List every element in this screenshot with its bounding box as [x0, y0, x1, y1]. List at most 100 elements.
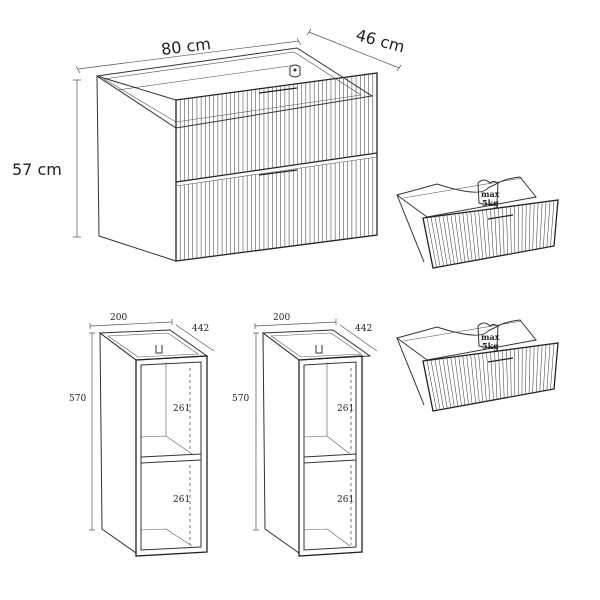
flute-groove — [514, 348, 516, 397]
flute-groove — [498, 207, 501, 256]
flute-groove — [462, 355, 469, 405]
flute-groove — [458, 356, 466, 406]
flute-groove — [486, 209, 491, 258]
flute-groove — [550, 200, 555, 247]
flute-groove — [528, 203, 531, 251]
cabinet-top-rim — [103, 51, 362, 123]
main-depth-label: 46 cm — [354, 25, 407, 56]
flute-groove — [543, 201, 547, 248]
flute-groove — [550, 343, 555, 390]
flute-groove — [450, 357, 459, 407]
flute-groove — [490, 208, 494, 258]
flute-groove — [506, 349, 509, 398]
flute-groove — [478, 353, 484, 402]
left-cabinet-front — [135, 355, 208, 557]
drawer-top-max: max — [481, 189, 500, 199]
cabinet-side-panel — [96, 75, 177, 262]
cabinet-top-surface — [95, 47, 374, 129]
flute-groove — [490, 351, 494, 401]
right-height-label: 570 — [232, 394, 249, 404]
flute-groove — [498, 350, 501, 399]
weight-badge-icon — [477, 322, 499, 348]
weight-badge-icon — [477, 179, 499, 205]
flute-groove — [442, 215, 452, 265]
upper-drawer-handle — [258, 87, 298, 94]
flute-groove — [462, 212, 469, 262]
right-shelf-upper-label: 261 — [337, 404, 354, 414]
flute-groove — [502, 350, 505, 399]
flute-groove — [535, 202, 539, 250]
mount-bracket-icon — [155, 345, 163, 354]
flute-groove — [535, 345, 539, 393]
flute-groove — [525, 204, 527, 252]
flute-groove — [525, 347, 527, 395]
flute-groove — [450, 214, 459, 264]
flute-groove — [482, 210, 487, 259]
flute-groove — [494, 351, 498, 400]
lower-drawer-handle — [258, 169, 298, 176]
right-cabinet-front — [298, 355, 363, 557]
flute-groove — [438, 215, 448, 266]
drawer-top-box — [395, 176, 537, 218]
flute-groove — [482, 353, 487, 402]
flute-groove — [486, 352, 491, 401]
drawer-bottom-load: 5kg — [482, 341, 499, 351]
flute-groove — [430, 216, 441, 267]
left-shelf-lower-label: 261 — [173, 495, 190, 505]
flute-groove — [458, 213, 466, 263]
flute-groove — [466, 355, 473, 404]
flute-groove — [434, 359, 444, 410]
flute-groove — [442, 358, 452, 408]
flute-groove — [546, 344, 551, 391]
flute-groove — [510, 349, 512, 397]
main-cabinet: 80 cm 46 cm 57 cm — [12, 25, 407, 262]
depth-dimension-line — [308, 31, 400, 69]
flute-groove — [528, 346, 531, 394]
drawer-bottom-handle — [487, 357, 514, 363]
left-depth-label: 442 — [192, 324, 209, 334]
flute-groove — [434, 216, 444, 267]
right-shelf-lower-label: 261 — [337, 495, 354, 505]
drawer-top-load: 5kg — [482, 198, 499, 208]
mount-bracket-icon — [315, 345, 323, 354]
side-cabinet-left: 261 261 200 442 570 — [69, 313, 215, 557]
flute-groove — [474, 211, 480, 260]
flute-groove — [546, 201, 551, 248]
left-cabinet-side — [99, 331, 137, 554]
right-depth-label: 442 — [355, 324, 372, 334]
drawer-bottom-front — [422, 342, 559, 412]
flute-groove — [470, 211, 476, 261]
flute-groove — [426, 217, 437, 268]
right-cabinet-side — [262, 331, 300, 554]
left-cabinet-shelf — [140, 453, 202, 464]
flute-groove — [470, 354, 476, 404]
left-shelf-upper-label: 261 — [173, 404, 190, 414]
left-width-label: 200 — [110, 313, 127, 323]
flute-groove — [426, 360, 437, 411]
flute-groove — [474, 354, 480, 403]
flute-groove — [478, 210, 484, 259]
main-height-label: 57 cm — [12, 160, 62, 179]
drawer-bottom-box — [395, 319, 537, 361]
main-width-label: 80 cm — [160, 34, 212, 59]
drawer-detail-bottom: max 5kg — [395, 319, 559, 412]
flute-groove — [514, 205, 516, 254]
flute-groove — [454, 356, 462, 406]
drawer-bottom-max: max — [481, 332, 500, 342]
right-cabinet-shelf — [303, 453, 357, 464]
flute-groove — [510, 206, 512, 254]
right-width-label: 200 — [273, 313, 290, 323]
side-cabinet-right: 261 261 200 442 570 — [232, 313, 378, 557]
flute-groove — [454, 213, 462, 263]
flute-groove — [446, 357, 455, 408]
flute-groove — [532, 203, 535, 250]
flute-groove — [446, 214, 455, 265]
flute-groove — [532, 346, 535, 393]
flute-groove — [506, 206, 509, 255]
drawer-fluting — [179, 73, 374, 261]
width-dimension-line — [77, 40, 300, 70]
flute-groove — [438, 358, 448, 409]
flute-groove — [502, 207, 505, 256]
flute-groove — [494, 208, 498, 257]
